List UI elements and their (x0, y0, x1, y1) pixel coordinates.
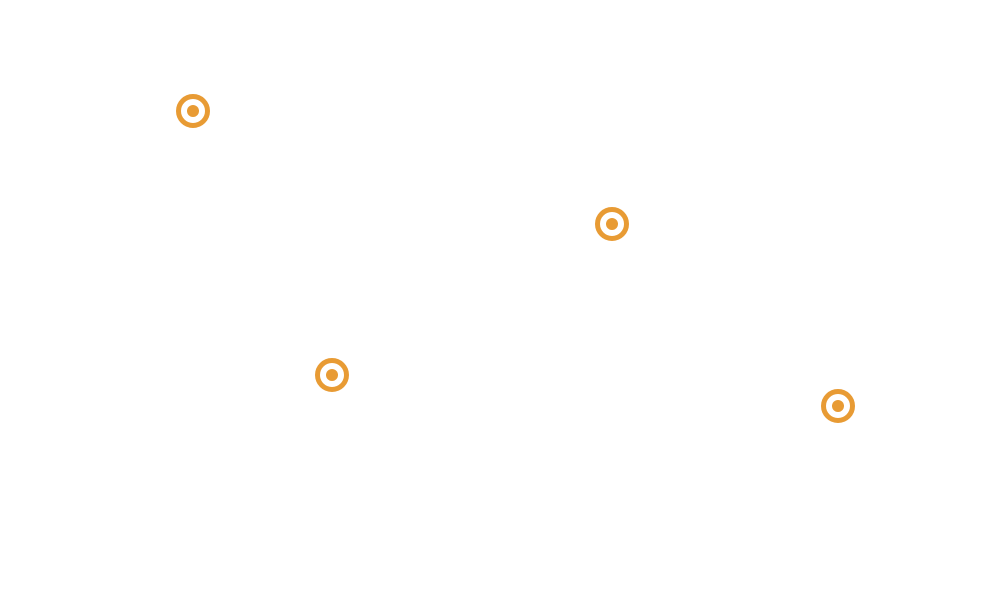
target-marker-icon[interactable] (176, 94, 210, 128)
marker-center-dot (187, 105, 199, 117)
target-marker-icon[interactable] (595, 207, 629, 241)
marker-center-dot (832, 400, 844, 412)
target-marker-icon[interactable] (821, 389, 855, 423)
marker-center-dot (326, 369, 338, 381)
target-marker-icon[interactable] (315, 358, 349, 392)
marker-center-dot (606, 218, 618, 230)
